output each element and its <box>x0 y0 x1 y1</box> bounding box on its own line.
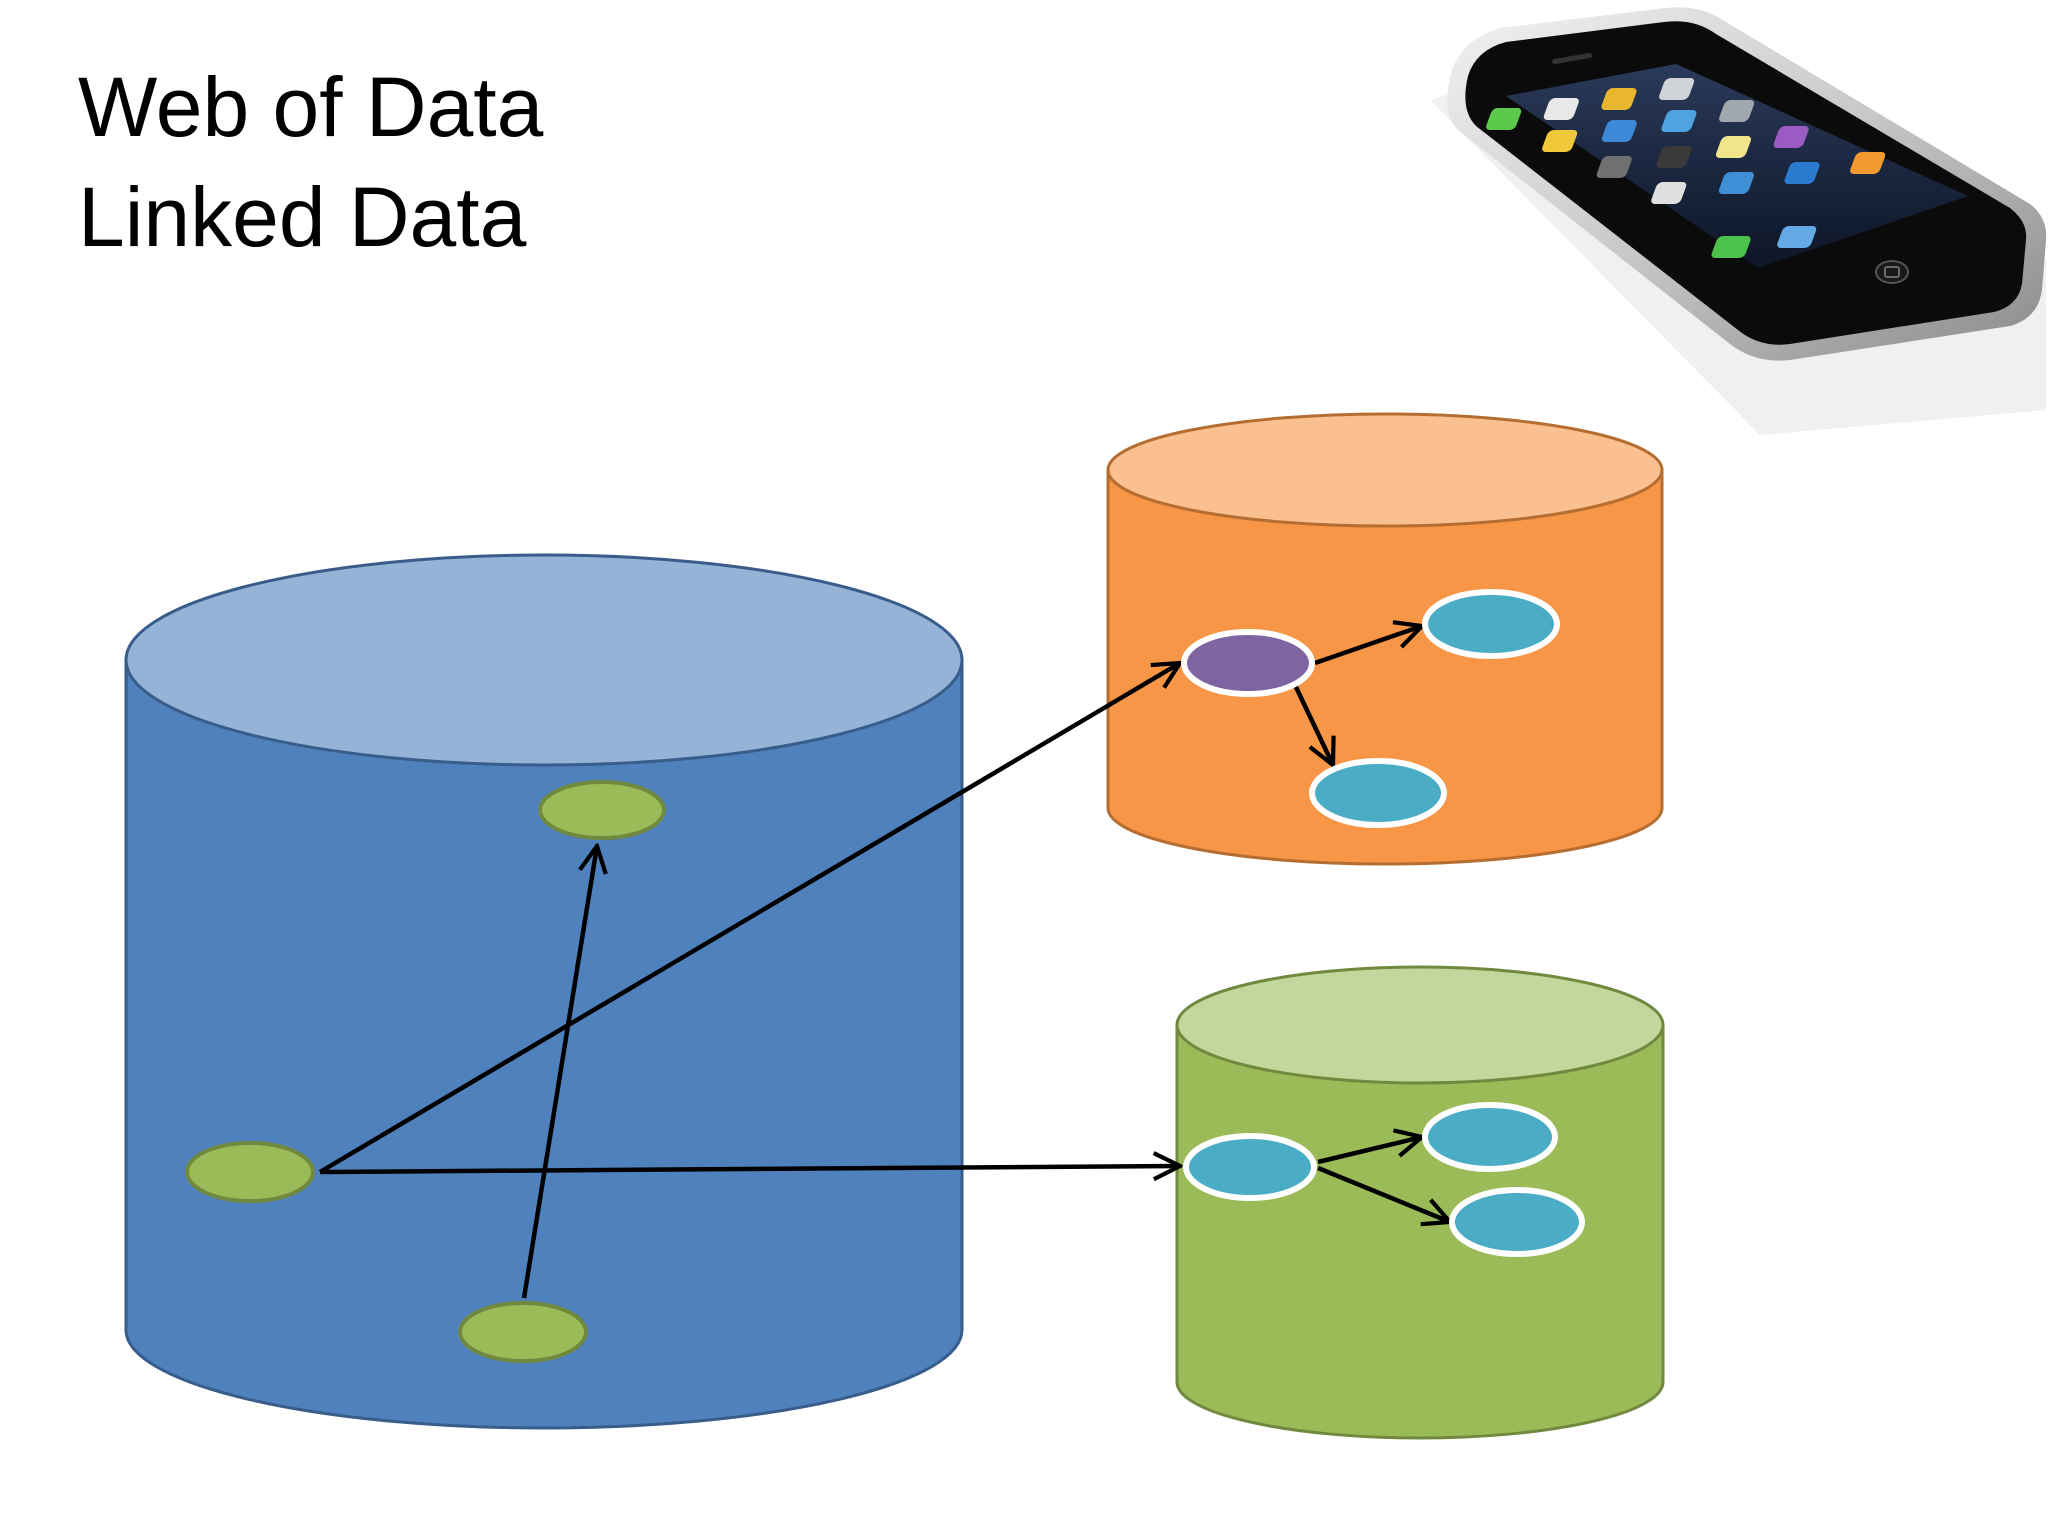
left-node-top <box>538 780 666 840</box>
orange-database <box>1106 412 1664 866</box>
title-line-web-of-data: Web of Data <box>78 60 544 154</box>
edge-left-to-orange <box>318 663 1180 1174</box>
green-database-top <box>1175 965 1665 1085</box>
edge-purple-to-teal-2 <box>1292 684 1333 765</box>
green-node-teal-2 <box>1449 1187 1585 1257</box>
edge-green-to-teal-2 <box>1317 1165 1450 1222</box>
slide-title: Web of Data Linked Data <box>78 52 543 272</box>
orange-node-teal-2 <box>1309 758 1447 828</box>
left-node-left <box>185 1141 315 1203</box>
edge-purple-to-teal-1 <box>1314 626 1422 666</box>
left-database <box>124 553 964 1430</box>
edge-green-to-teal-1 <box>1317 1137 1422 1165</box>
green-node-teal-1 <box>1422 1102 1558 1172</box>
green-database-body <box>1175 1023 1665 1440</box>
orange-database-top <box>1106 412 1664 528</box>
phone-app-icons <box>1486 78 1886 258</box>
edges <box>318 626 1450 1299</box>
green-node-source <box>1183 1133 1317 1201</box>
edge-bottom-to-top <box>521 846 597 1299</box>
smartphone-icon <box>1430 7 2047 435</box>
edge-left-to-green <box>319 1166 1180 1172</box>
orange-node-teal-1 <box>1422 589 1560 659</box>
orange-database-body <box>1106 468 1664 866</box>
orange-node-purple <box>1181 629 1315 697</box>
title-line-linked-data: Linked Data <box>78 170 527 264</box>
green-database <box>1175 965 1665 1440</box>
left-node-bottom <box>458 1301 588 1363</box>
left-database-body <box>124 658 964 1430</box>
left-database-top <box>124 553 964 767</box>
